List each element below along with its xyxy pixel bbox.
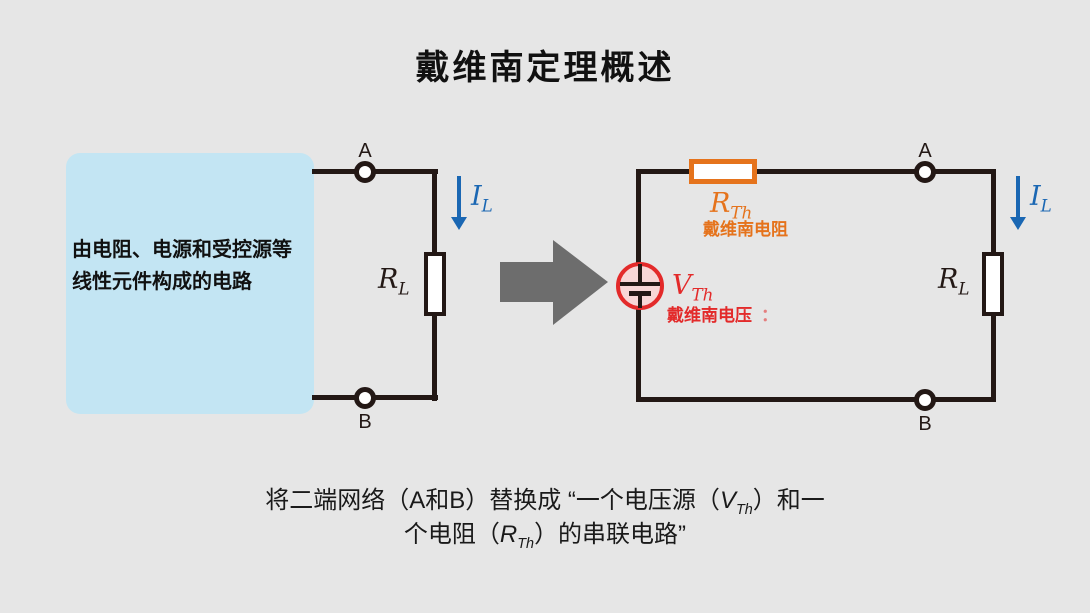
thevenin-voltage-label: VTh: [672, 270, 714, 305]
load-resistor: [424, 252, 446, 316]
terminal-a-node: [914, 161, 936, 183]
wire-top: [636, 169, 996, 174]
terminal-a-label: A: [918, 140, 932, 162]
terminal-b-label: B: [358, 411, 372, 433]
caption-line-1: 将二端网络（A和B）替换成 “一个电压源（VTh）和一: [265, 487, 825, 518]
thevenin-resistor-caption: 戴维南电阻: [703, 220, 788, 239]
terminal-a-node: [354, 161, 376, 183]
wire-bottom: [636, 397, 996, 402]
load-resistor-label: RL: [378, 264, 410, 299]
source-network-text-line1: 由电阻、电源和受控源等: [72, 239, 292, 261]
faint-colon: ：: [761, 306, 778, 325]
current-label: IL: [1030, 181, 1052, 216]
thevenin-voltage-caption: 戴维南电压：: [667, 306, 778, 325]
thevenin-resistor-label: RTh: [710, 188, 753, 223]
terminal-b-node: [914, 389, 936, 411]
terminal-b-label: B: [918, 413, 932, 435]
terminal-a-label: A: [358, 140, 372, 162]
battery-lead-top: [638, 264, 642, 283]
battery-lead-bottom: [638, 296, 642, 308]
transform-arrow-icon: [500, 240, 608, 325]
load-resistor-label: RL: [938, 264, 970, 299]
page-title: 戴维南定理概述: [415, 49, 675, 87]
battery-plate-long: [620, 282, 660, 286]
bottom-caption: 将二端网络（A和B）替换成 “一个电压源（VTh）和一 个电阻（RTh）的串联电…: [0, 484, 1090, 552]
caption-line-2: 个电阻（RTh）的串联电路”: [403, 521, 687, 552]
source-network-description: 由电阻、电源和受控源等 线性元件构成的电路: [72, 234, 312, 298]
current-label: IL: [471, 181, 493, 216]
terminal-b-node: [354, 387, 376, 409]
load-resistor: [982, 252, 1004, 316]
battery-plate-short: [629, 291, 651, 296]
source-network-text-line2: 线性元件构成的电路: [72, 271, 252, 293]
thevenin-resistor: [689, 159, 757, 184]
source-network-box: [66, 153, 314, 414]
